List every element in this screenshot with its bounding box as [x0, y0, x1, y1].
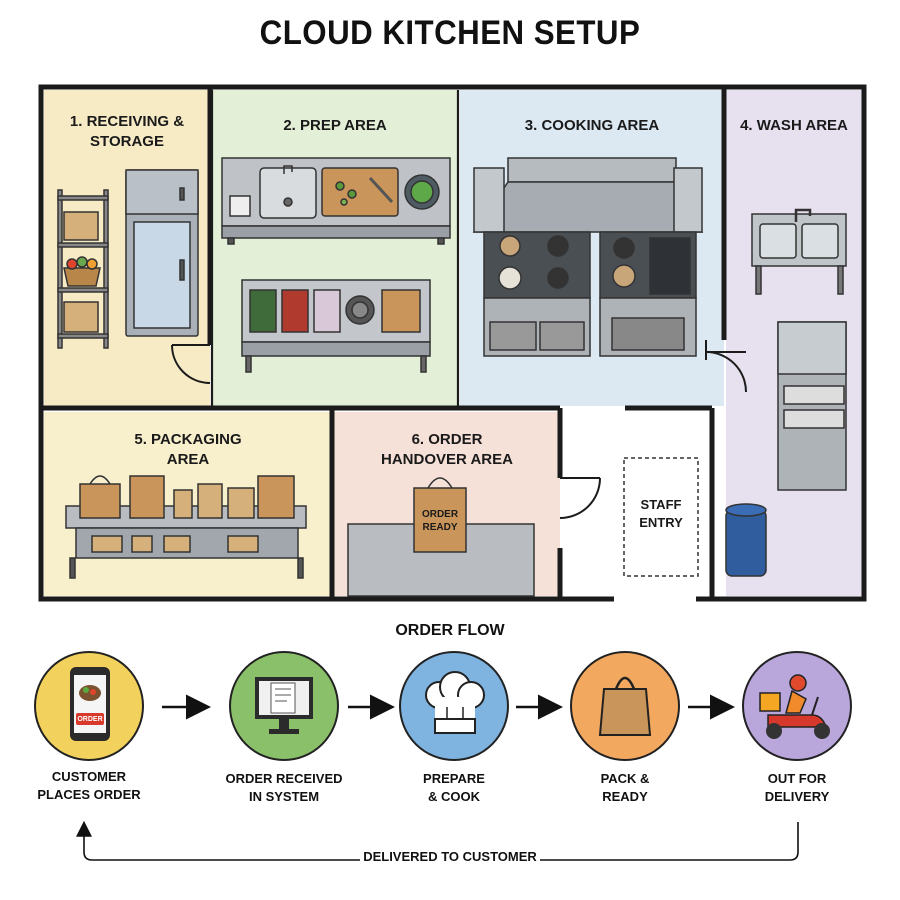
step-order-received — [229, 651, 339, 761]
step-out-for-delivery — [742, 651, 852, 761]
step-label-received: ORDER RECEIVED IN SYSTEM — [225, 771, 343, 804]
zone-label-handover: 6. ORDER HANDOVER AREA — [381, 431, 513, 468]
step-label-pack: PACK & READY — [600, 771, 650, 804]
staff-entry-zone — [623, 457, 699, 577]
zone-label-packaging: 5. PACKAGING AREA — [134, 431, 242, 468]
step-customer-places-order: ORDER — [34, 651, 144, 761]
phone-order-button: ORDER — [77, 716, 103, 723]
door-handover — [559, 477, 601, 519]
monitor-icon — [255, 677, 313, 734]
prep-counter-top — [221, 157, 451, 245]
zone-label-receiving: 1. RECEIVING & STORAGE — [69, 113, 185, 150]
scooter-icon — [759, 674, 830, 739]
refrigerator — [125, 169, 199, 337]
page-title: CLOUD KITCHEN SETUP — [259, 14, 641, 52]
step-label-delivery: OUT FOR DELIVERY — [764, 771, 830, 804]
delivered-to-customer-label: DELIVERED TO CUSTOMER — [360, 849, 540, 864]
stove-range-right — [599, 231, 697, 357]
handover-counter — [347, 477, 535, 597]
zone-label-prep: 2. PREP AREA — [283, 117, 387, 134]
door-receiving — [171, 344, 211, 384]
storage-shelf — [57, 189, 109, 349]
zone-label-cooking: 3. COOKING AREA — [524, 117, 660, 134]
walls — [38, 84, 867, 602]
step-prepare-cook — [399, 651, 509, 761]
bag-icon — [598, 676, 652, 736]
chef-hat-icon — [425, 671, 485, 734]
step-pack-ready — [570, 651, 680, 761]
trash-bin — [725, 503, 767, 577]
door-wash — [705, 340, 747, 393]
order-flow-title: ORDER FLOW — [395, 622, 505, 639]
step-label-prepare: PREPARE & COOK — [423, 771, 485, 804]
floor-plan — [38, 84, 867, 603]
stove-range-left — [483, 231, 591, 357]
dishwasher — [777, 321, 847, 491]
order-ready-bag-label: ORDER READY — [421, 509, 459, 533]
phone-icon — [70, 667, 110, 741]
zone-label-wash: 4. WASH AREA — [740, 117, 848, 134]
prep-station — [241, 279, 431, 373]
packaging-table — [65, 475, 307, 579]
staff-entry-label: STAFF ENTRY — [639, 497, 683, 530]
wash-sink — [751, 208, 847, 295]
exhaust-hood — [472, 157, 704, 233]
step-label-customer: CUSTOMER PLACES ORDER — [37, 769, 141, 802]
